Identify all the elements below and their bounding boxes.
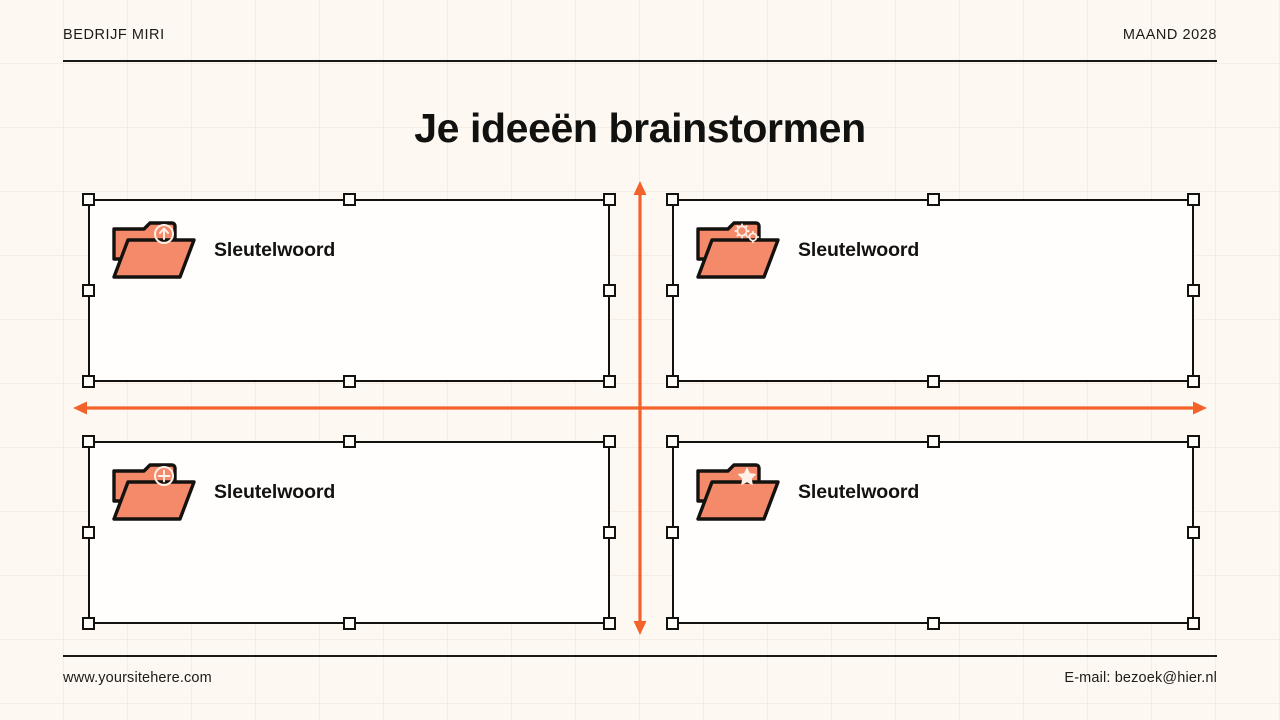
header-divider: [63, 60, 1217, 62]
header-date: MAAND 2028: [1122, 27, 1217, 43]
resize-handle-e[interactable]: [603, 526, 616, 539]
resize-handle-se[interactable]: [603, 617, 616, 630]
resize-handle-sw[interactable]: [666, 375, 679, 388]
page-title: Je ideeën brainstormen: [414, 105, 866, 151]
quadrant-card-bottom-right[interactable]: Sleutelwoord: [666, 435, 1200, 630]
resize-handle-sw[interactable]: [82, 617, 95, 630]
resize-handle-nw[interactable]: [666, 435, 679, 448]
footer-divider: [63, 655, 1217, 657]
footer-website: www.yoursitehere.com: [63, 670, 212, 686]
resize-handle-s[interactable]: [342, 617, 356, 630]
resize-handle-w[interactable]: [82, 284, 95, 297]
quadrant-card-bottom-left[interactable]: Sleutelwoord: [82, 435, 616, 630]
resize-handle-ne[interactable]: [603, 193, 616, 206]
resize-handle-se[interactable]: [1187, 617, 1200, 630]
footer-email: E-mail: bezoek@hier.nl: [1064, 670, 1217, 686]
keyword-label: Sleutelwoord: [798, 480, 920, 503]
resize-handle-w[interactable]: [82, 526, 95, 539]
folder-star-icon: [696, 463, 780, 521]
resize-handle-sw[interactable]: [82, 375, 95, 388]
quadrant-card-top-left[interactable]: Sleutelwoord: [82, 193, 616, 388]
resize-handle-n[interactable]: [342, 435, 356, 448]
card-content-top-left: Sleutelwoord: [110, 219, 335, 281]
keyword-label: Sleutelwoord: [798, 238, 920, 261]
resize-handle-w[interactable]: [666, 284, 679, 297]
resize-handle-nw[interactable]: [666, 193, 679, 206]
resize-handle-s[interactable]: [926, 617, 940, 630]
resize-handle-n[interactable]: [342, 193, 356, 206]
folder-plus-icon: [112, 463, 196, 521]
resize-handle-s[interactable]: [926, 375, 940, 388]
card-content-bottom-right: Sleutelwoord: [694, 461, 919, 523]
vertical-axis-arrow: [633, 181, 647, 635]
resize-handle-se[interactable]: [1187, 375, 1200, 388]
header-company-name: BEDRIJF MIRI: [63, 27, 165, 43]
resize-handle-n[interactable]: [926, 435, 940, 448]
keyword-label: Sleutelwoord: [214, 238, 336, 261]
slide-header: BEDRIJF MIRI MAAND 2028: [63, 24, 1217, 62]
card-content-bottom-left: Sleutelwoord: [110, 461, 335, 523]
card-content-top-right: Sleutelwoord: [694, 219, 919, 281]
resize-handle-e[interactable]: [603, 284, 616, 297]
resize-handle-ne[interactable]: [1187, 193, 1200, 206]
resize-handle-nw[interactable]: [82, 435, 95, 448]
horizontal-axis-arrow: [73, 401, 1207, 415]
keyword-label: Sleutelwoord: [214, 480, 336, 503]
resize-handle-e[interactable]: [1187, 526, 1200, 539]
resize-handle-n[interactable]: [926, 193, 940, 206]
resize-handle-se[interactable]: [603, 375, 616, 388]
resize-handle-e[interactable]: [1187, 284, 1200, 297]
resize-handle-nw[interactable]: [82, 193, 95, 206]
quadrant-card-top-right[interactable]: Sleutelwoord: [666, 193, 1200, 388]
resize-handle-ne[interactable]: [603, 435, 616, 448]
resize-handle-ne[interactable]: [1187, 435, 1200, 448]
resize-handle-s[interactable]: [342, 375, 356, 388]
folder-arrow-up-icon: [112, 221, 196, 279]
resize-handle-w[interactable]: [666, 526, 679, 539]
folder-gears-icon: [696, 221, 780, 279]
resize-handle-sw[interactable]: [666, 617, 679, 630]
